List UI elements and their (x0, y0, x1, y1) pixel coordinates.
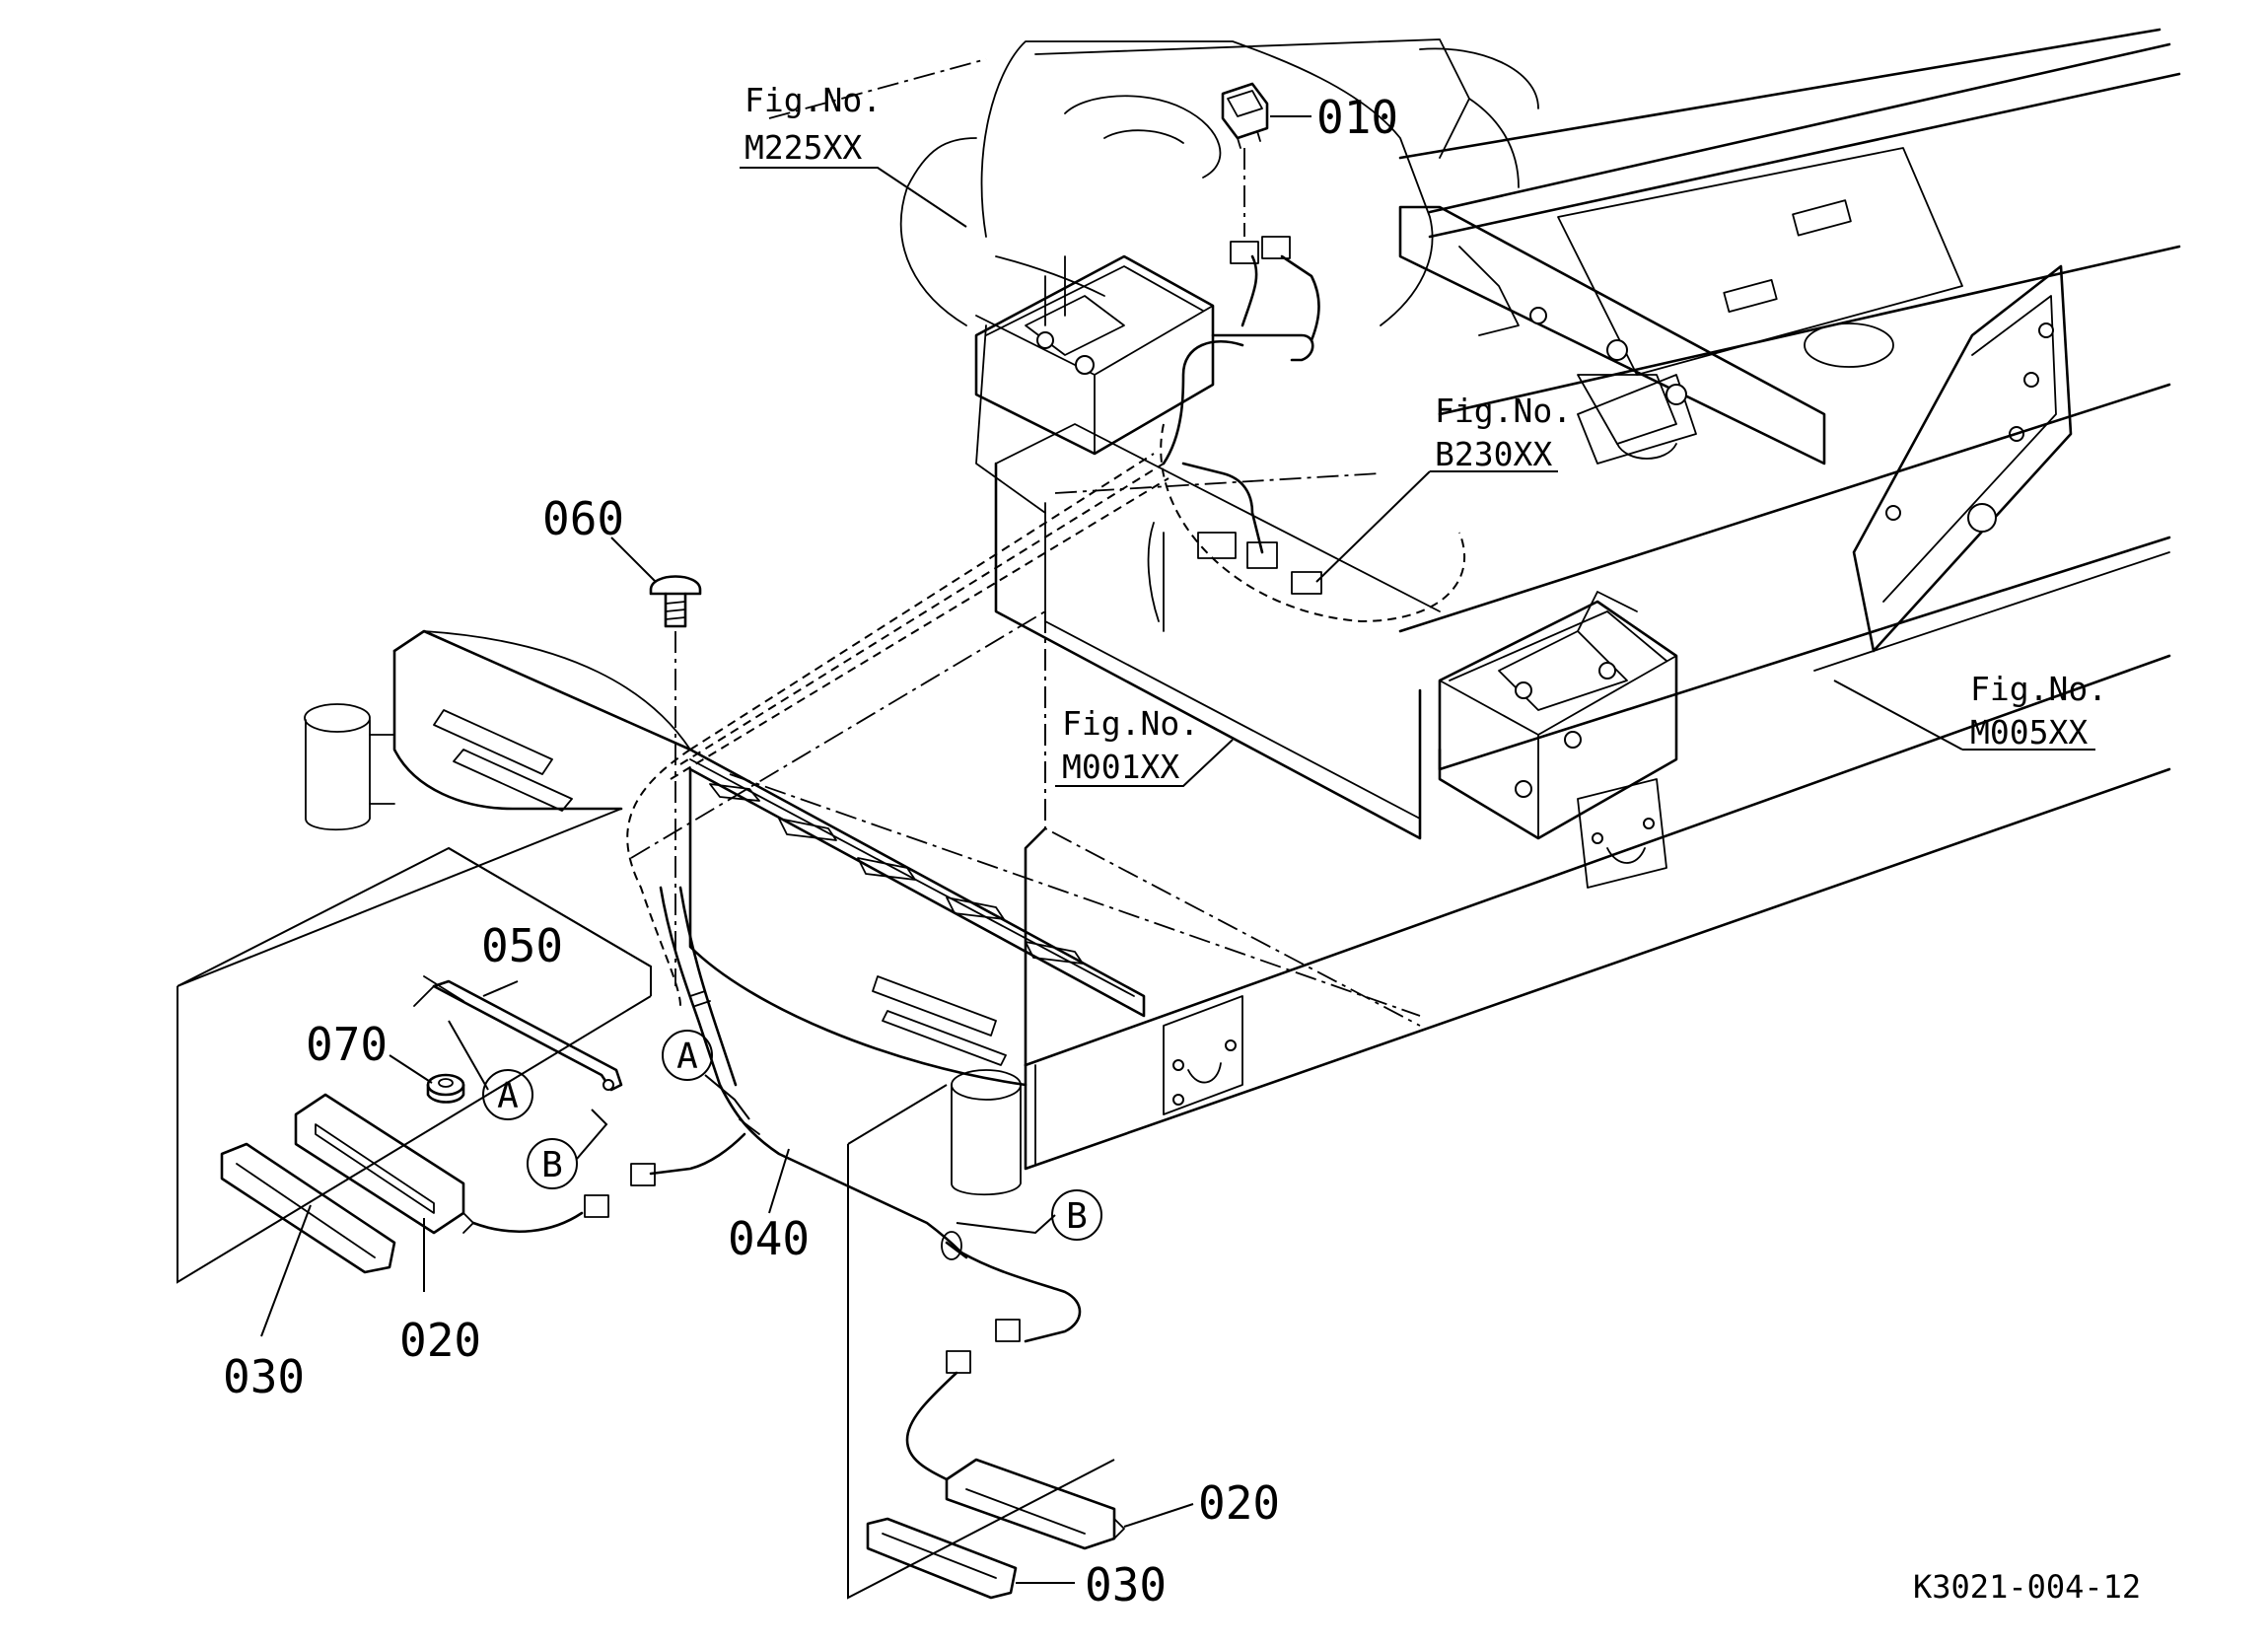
fig-ref-b230xx-line2: B230XX (1435, 435, 1552, 473)
callout-A-right-label: A (676, 1037, 698, 1077)
part-label-050: 050 (481, 919, 563, 972)
harness-hidden-path (626, 58, 1421, 1017)
callout-B-right: B (1051, 1189, 1102, 1241)
leader-lines (260, 115, 2095, 1584)
fig-ref-m001xx: Fig.No. M001XX (1062, 704, 1199, 786)
switch-010 (1221, 82, 1269, 237)
fig-ref-m225xx-line1: Fig.No. (744, 81, 882, 119)
stay-050 (413, 975, 623, 1092)
fig-ref-m225xx-line2: M225XX (744, 128, 862, 167)
carriage-bolt-060 (649, 575, 702, 986)
part-label-030-left: 030 (223, 1350, 305, 1403)
lamp-020-left (294, 1093, 609, 1235)
lens-030-left (220, 1142, 396, 1274)
diagram-code: K3021-004-12 (1913, 1568, 2141, 1606)
callout-B-right-label: B (1066, 1196, 1088, 1237)
wiring-harness-040 (630, 236, 1465, 1481)
part-label-020-left: 020 (399, 1314, 481, 1367)
fig-ref-m005xx: Fig.No. M005XX (1970, 670, 2107, 752)
part-label-020-right: 020 (1198, 1476, 1280, 1530)
fig-ref-m001xx-line1: Fig.No. (1062, 704, 1199, 743)
part-label-010: 010 (1316, 91, 1398, 144)
explode-boundary (177, 808, 1115, 1600)
lens-030-right (866, 1517, 1018, 1600)
callout-A-right: A (662, 1030, 713, 1081)
part-label-030-right: 030 (1085, 1558, 1167, 1611)
callout-A-left-label: A (497, 1076, 519, 1116)
part-label-070: 070 (306, 1018, 388, 1071)
fig-ref-m005xx-line2: M005XX (1970, 713, 2088, 752)
center-frame (974, 254, 1441, 1115)
front-bumper (304, 629, 1146, 1196)
callout-B-left: B (527, 1138, 578, 1189)
part-label-040: 040 (728, 1212, 810, 1265)
seat-fender-assembly (899, 38, 1539, 514)
fig-ref-m001xx-line2: M001XX (1062, 748, 1179, 786)
callout-B-left-label: B (541, 1145, 563, 1185)
nut-070 (426, 1073, 465, 1104)
frame-assembly (1024, 28, 2181, 1171)
fig-ref-b230xx: Fig.No. B230XX (1435, 392, 1572, 473)
part-label-060: 060 (542, 492, 624, 545)
fig-ref-b230xx-line1: Fig.No. (1435, 392, 1572, 430)
callout-A-left: A (482, 1069, 533, 1120)
fig-ref-m225xx: Fig.No. M225XX (744, 81, 882, 167)
fig-ref-m005xx-line1: Fig.No. (1970, 670, 2107, 708)
lamp-020-right (945, 1458, 1125, 1550)
